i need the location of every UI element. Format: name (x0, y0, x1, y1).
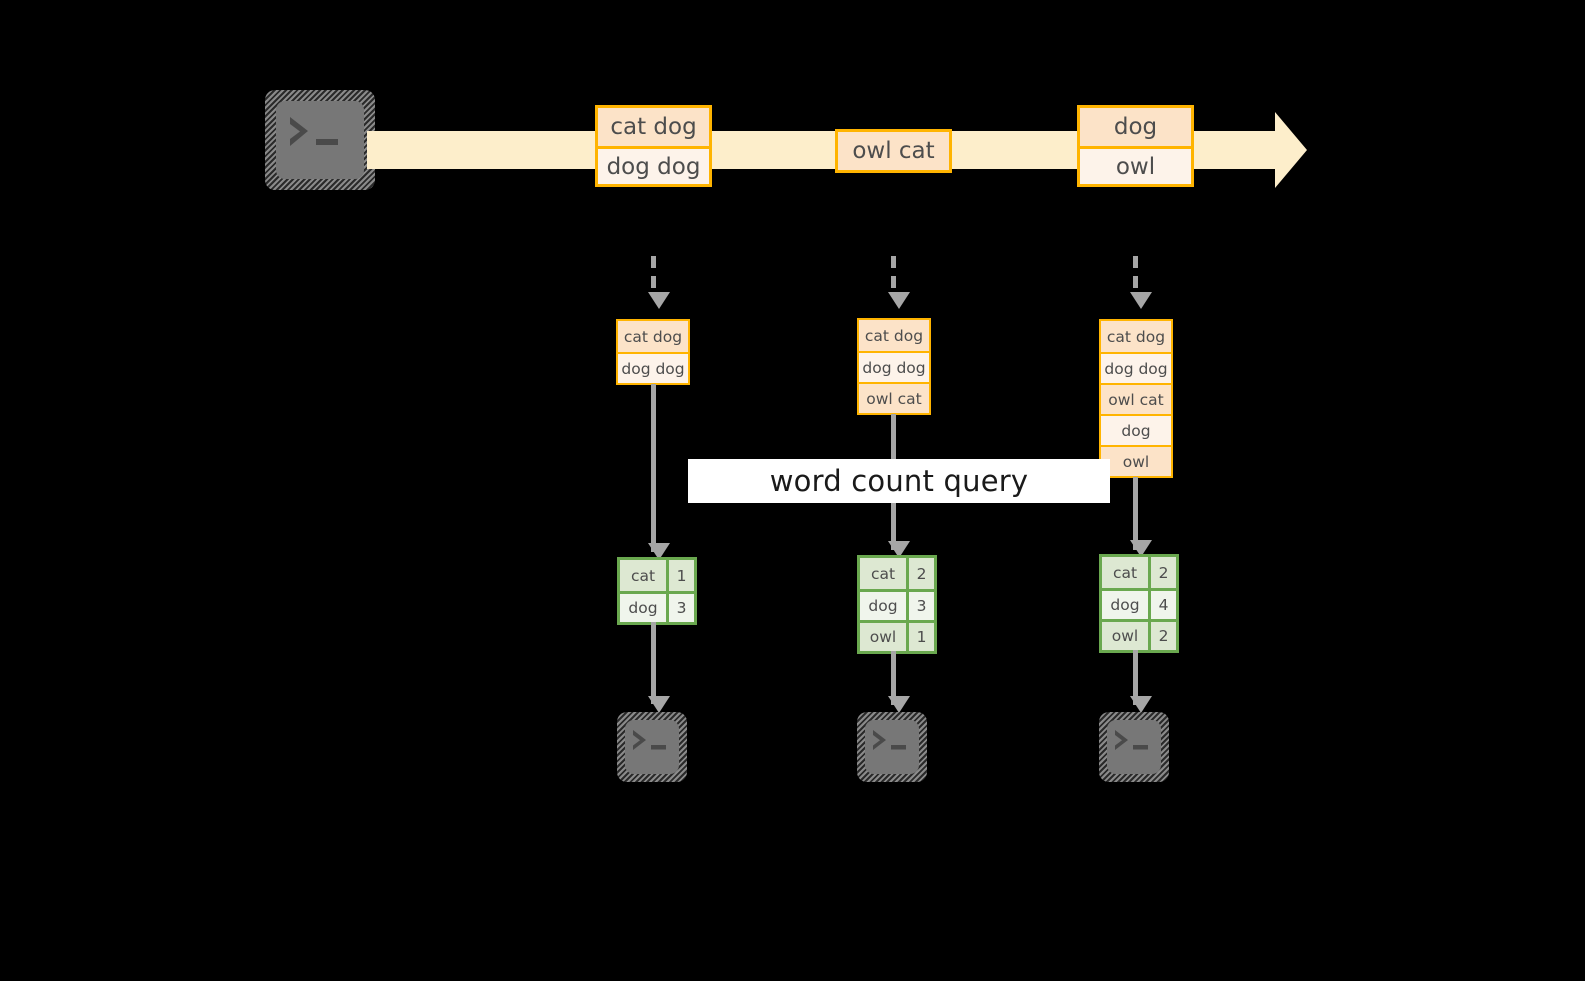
result-word: dog (1102, 591, 1148, 619)
sink-line-1 (651, 622, 656, 704)
record-row: owl (1080, 146, 1191, 184)
result-count: 2 (906, 558, 934, 589)
sink-line-2 (891, 651, 896, 705)
result-word: owl (1102, 622, 1148, 650)
query-label-band: word count query (688, 459, 1110, 503)
record-row: cat dog (1101, 321, 1171, 352)
terminal-prompt-glyph (633, 730, 666, 750)
result-word: cat (860, 558, 906, 589)
result-word: dog (620, 594, 666, 622)
trigger-dash-2 (891, 256, 896, 296)
record-row: dog dog (1101, 352, 1171, 383)
query-arrowhead-1 (648, 543, 670, 560)
record-row: cat dog (859, 320, 929, 351)
stream-batch-2: owl cat (835, 129, 952, 173)
source-terminal-icon (265, 90, 375, 190)
result-count: 1 (906, 623, 934, 651)
result-count: 3 (906, 592, 934, 620)
result-count: 2 (1148, 557, 1176, 588)
record-row: cat dog (598, 108, 709, 146)
result-word: owl (860, 623, 906, 651)
result-count: 1 (666, 560, 694, 591)
query-line-3 (1133, 477, 1138, 550)
terminal-prompt-glyph (290, 117, 338, 146)
sink-arrowhead-3 (1130, 696, 1152, 713)
query-arrowhead-2 (888, 541, 910, 558)
sink-arrowhead-2 (888, 696, 910, 713)
record-row: dog dog (618, 352, 688, 383)
sink-terminal-icon-3 (1099, 712, 1169, 782)
query-line-1 (651, 384, 656, 552)
record-row: owl cat (1101, 383, 1171, 414)
trigger-arrowhead-3 (1130, 292, 1152, 309)
trigger-arrowhead-1 (648, 292, 670, 309)
record-row: dog dog (859, 351, 929, 382)
trigger-dash-1 (651, 256, 656, 296)
terminal-prompt-glyph (873, 730, 906, 750)
result-count: 4 (1148, 591, 1176, 619)
result-word: dog (860, 592, 906, 620)
sink-terminal-icon-1 (617, 712, 687, 782)
trigger-arrowhead-2 (888, 292, 910, 309)
terminal-prompt-glyph (1115, 730, 1148, 750)
record-row: dog dog (598, 146, 709, 184)
query-arrowhead-3 (1130, 540, 1152, 557)
record-row: owl cat (838, 132, 949, 170)
result-count: 3 (666, 594, 694, 622)
sink-line-3 (1133, 650, 1138, 705)
record-row: dog (1080, 108, 1191, 146)
result-word: cat (1102, 557, 1148, 588)
result-count: 2 (1148, 622, 1176, 650)
sink-arrowhead-1 (648, 696, 670, 713)
record-row: dog (1101, 414, 1171, 445)
result-word: cat (620, 560, 666, 591)
record-row: owl (1101, 445, 1171, 476)
record-row: owl cat (859, 382, 929, 413)
trigger-dash-3 (1133, 256, 1138, 296)
record-row: cat dog (618, 321, 688, 352)
query-label: word count query (769, 464, 1029, 498)
arrow-right-icon (1275, 112, 1307, 188)
sink-terminal-icon-2 (857, 712, 927, 782)
